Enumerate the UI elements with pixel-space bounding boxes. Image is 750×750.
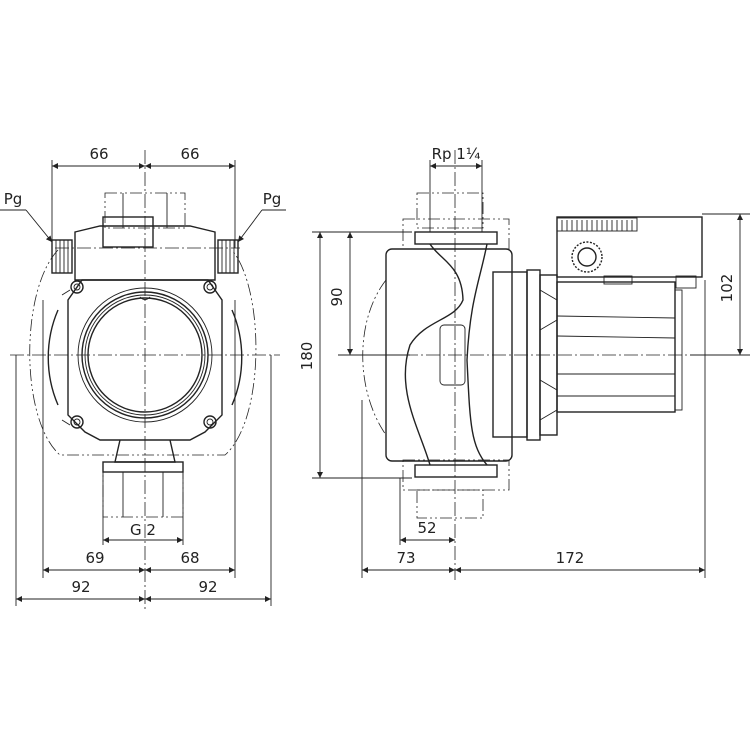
dim-label-foot-left: 69: [85, 549, 104, 567]
dim-label-overall-left: 92: [71, 578, 90, 596]
dim-label-outlet-thread: G 2: [130, 521, 156, 539]
side-view: Rp 1¼ 180 90 102 52 73 172: [298, 145, 750, 580]
pg-label-right: Pg: [263, 190, 282, 208]
control-knob-icon: [571, 241, 603, 273]
front-view: 66 66 Pg Pg G 2 69 68 92 92: [0, 145, 286, 610]
dim-label-flange-offset: 52: [417, 519, 436, 537]
dim-label-foot-right: 68: [180, 549, 199, 567]
dim-label-motor-length: 172: [556, 549, 585, 567]
dim-label-overall-right: 92: [198, 578, 217, 596]
dim-label-overall-height: 180: [298, 342, 316, 371]
cooling-fins: [561, 220, 633, 231]
dim-label-inlet-thread: Rp 1¼: [432, 145, 481, 163]
pg-label-left: Pg: [4, 190, 23, 208]
pg-gland-left: [51, 239, 73, 274]
dim-label-left-depth: 73: [396, 549, 415, 567]
dim-label-top-right: 66: [180, 145, 199, 163]
dim-label-top-left: 66: [89, 145, 108, 163]
dim-label-module-height: 102: [718, 274, 736, 303]
pg-gland-right: [217, 239, 239, 274]
dim-label-half-height: 90: [328, 287, 346, 306]
